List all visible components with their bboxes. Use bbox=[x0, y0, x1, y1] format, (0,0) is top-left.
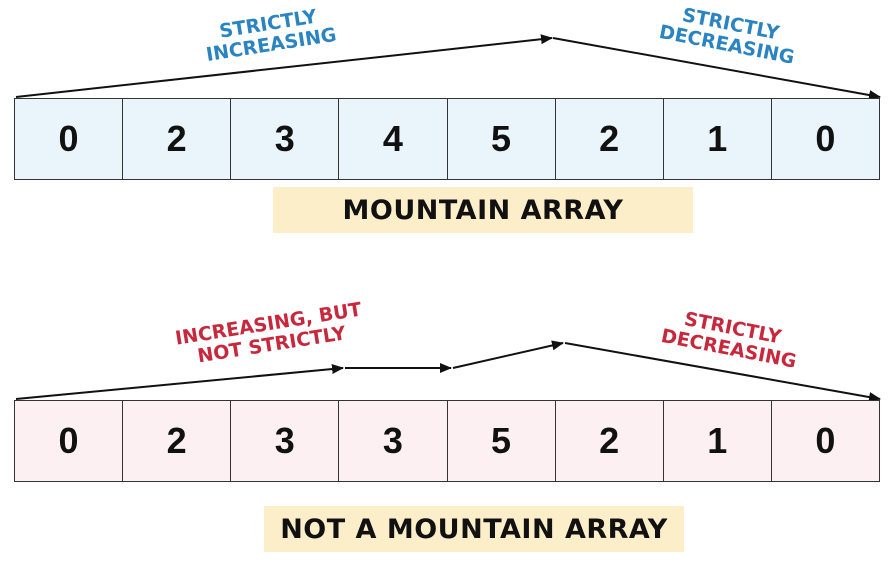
array-cell: 0 bbox=[815, 118, 836, 159]
array-cell: 1 bbox=[664, 99, 772, 179]
array-cell: 0 bbox=[15, 99, 124, 179]
not-mountain-array: 0 2 3 3 5 2 1 0 bbox=[14, 400, 880, 482]
array-cell: 3 bbox=[231, 401, 340, 481]
increasing-arrow-bottom-1 bbox=[15, 364, 344, 400]
array-cell: 5 bbox=[448, 401, 556, 481]
array-cell: 4 bbox=[339, 99, 448, 179]
array-cell: 3 bbox=[231, 99, 340, 179]
array-cell: 3 bbox=[339, 401, 448, 481]
strictly-decreasing-label-bottom: STRICTLY DECREASING bbox=[659, 305, 802, 373]
array-cell: 0 bbox=[15, 401, 124, 481]
array-cell: 1 bbox=[664, 401, 772, 481]
array-cell: 2 bbox=[123, 99, 232, 179]
array-cell: 2 bbox=[123, 401, 232, 481]
strictly-increasing-label-top: STRICTLY INCREASING bbox=[202, 4, 338, 66]
array-cell: 2 bbox=[556, 99, 664, 179]
mountain-array: 0 2 3 4 5 2 1 0 bbox=[14, 98, 880, 180]
array-cell: 5 bbox=[448, 99, 556, 179]
strictly-decreasing-label-top: STRICTLY DECREASING bbox=[657, 1, 800, 69]
array-cell: 2 bbox=[556, 401, 664, 481]
increasing-arrow-bottom-2 bbox=[452, 340, 564, 369]
mountain-array-caption: MOUNTAIN ARRAY bbox=[273, 187, 693, 233]
not-mountain-array-caption: NOT A MOUNTAIN ARRAY bbox=[264, 506, 684, 552]
increasing-not-strictly-label: INCREASING, BUT NOT STRICTLY bbox=[174, 299, 366, 371]
array-cell: 0 bbox=[815, 420, 836, 461]
